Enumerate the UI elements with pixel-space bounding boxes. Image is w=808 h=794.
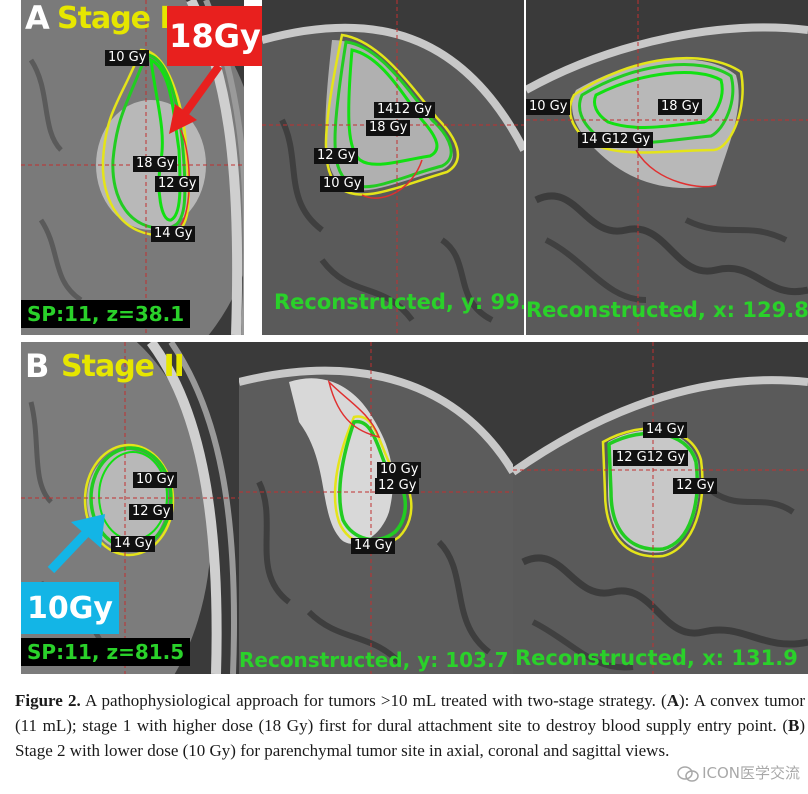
dose-label: 10 Gy	[526, 99, 571, 116]
blue-arrow-icon	[47, 514, 105, 574]
dose-label: 12 Gy	[673, 478, 718, 495]
dose-label: 14 Gy	[351, 538, 396, 555]
figure-2: A Stage I 10 Gy 18 Gy 12 Gy 14 Gy SP:11,…	[21, 0, 808, 674]
watermark-text: ICON医学交流	[702, 764, 800, 782]
dose-label: 14 G12 Gy	[578, 132, 654, 149]
dose-label: 12 Gy	[314, 148, 359, 165]
panel-b-sagittal: 14 Gy 12 G12 Gy 12 Gy Reconstructed, x: …	[513, 342, 808, 674]
panel-a-sagittal-image	[526, 0, 808, 335]
caption-b-text: ) Stage 2 with lower dose (10 Gy) for pa…	[15, 716, 805, 760]
dose-label: 14 Gy	[111, 536, 156, 553]
dose-label: 12 Gy	[129, 504, 174, 521]
panel-b-coronal-readout: Reconstructed, y: 103.7	[239, 648, 509, 672]
panel-a-dose-callout: 18Gy	[167, 6, 263, 66]
panel-b-sagittal-image	[513, 342, 808, 674]
dose-label: 14 Gy	[643, 422, 688, 439]
caption-a-text: ): A convex tumor (11 mL); stage 1 with …	[15, 691, 805, 735]
caption-intro: A pathophysiological approach for tumors…	[85, 691, 656, 710]
panel-a-sagittal-readout: Reconstructed, x: 129.8	[526, 298, 808, 322]
panel-a-coronal-image	[262, 0, 524, 335]
panel-b-dose-callout: 10Gy	[21, 582, 119, 634]
watermark: ICON医学交流	[677, 762, 800, 783]
wechat-icon	[677, 765, 699, 782]
caption-a-letter: A	[666, 691, 679, 710]
panel-a-letter: A	[25, 0, 50, 37]
panel-b-stage-label: Stage II	[61, 349, 185, 384]
dose-label: 10 Gy	[133, 472, 178, 489]
caption-b-open: (	[782, 716, 788, 735]
dose-label: 1412 Gy	[374, 102, 435, 119]
dose-label: 18 Gy	[658, 99, 703, 116]
dose-label: 18 Gy	[133, 156, 178, 173]
dose-label: 18 Gy	[366, 120, 411, 137]
dose-label: 10 Gy	[105, 50, 150, 67]
panel-a-coronal-readout: Reconstructed, y: 99.6	[274, 290, 524, 314]
red-arrow-icon	[169, 63, 223, 134]
caption-b-letter: B	[787, 716, 800, 735]
panel-b-letter: B	[25, 347, 50, 385]
dose-label: 12 G12 Gy	[613, 450, 689, 467]
caption-a-open: (	[661, 691, 667, 710]
panel-b-coronal-image	[239, 342, 513, 674]
panel-a-coronal: 1412 Gy 18 Gy 12 Gy 10 Gy Reconstructed,…	[262, 0, 524, 335]
dose-label: 12 Gy	[375, 478, 420, 495]
figure-label: Figure 2.	[15, 691, 81, 710]
panel-a-stage-label: Stage I	[57, 1, 171, 36]
figure-caption: Figure 2. A pathophysiological approach …	[15, 688, 805, 763]
panel-a-axial-readout: SP:11, z=38.1	[21, 300, 191, 328]
dose-label: 10 Gy	[377, 462, 422, 479]
dose-label: 12 Gy	[155, 176, 200, 193]
panel-a-sagittal: 10 Gy 18 Gy 14 G12 Gy Reconstructed, x: …	[526, 0, 808, 335]
panel-b-sagittal-readout: Reconstructed, x: 131.9	[515, 646, 798, 670]
panel-b-axial-readout: SP:11, z=81.5	[21, 638, 191, 666]
dose-label: 10 Gy	[320, 176, 365, 193]
dose-label: 14 Gy	[151, 226, 196, 243]
panel-b-coronal: 10 Gy 12 Gy 14 Gy Reconstructed, y: 103.…	[239, 342, 513, 674]
